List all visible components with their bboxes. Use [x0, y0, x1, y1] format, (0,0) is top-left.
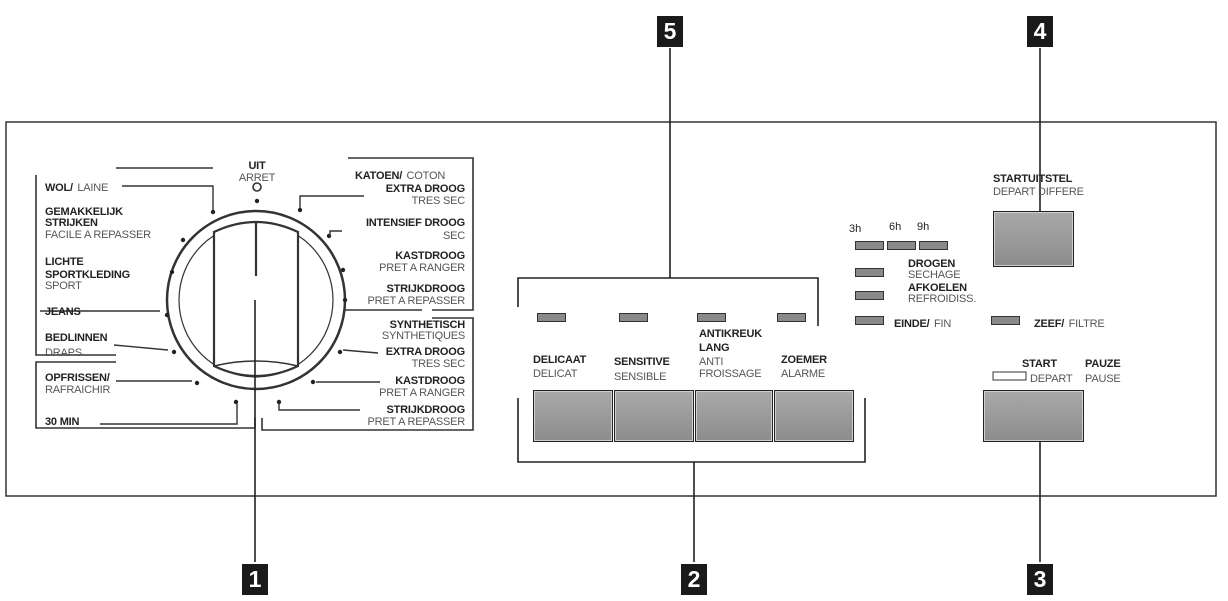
delay-6h-label: 6h — [889, 221, 902, 233]
led-alarm — [777, 313, 806, 322]
program-wool: WOL/ LAINE — [45, 182, 109, 194]
program-easy-iron-fr: FACILE A REPASSER — [45, 229, 151, 241]
filter-label: ZEEF/ FILTRE — [1034, 318, 1105, 330]
callout-5: 5 — [657, 16, 683, 47]
delay-start-button[interactable] — [993, 211, 1074, 267]
anticrease-label-fr-line2: FROISSAGE — [699, 368, 762, 380]
program-jeans: JEANS — [45, 306, 81, 318]
anticrease-label: ANTIKREUK — [699, 328, 762, 340]
delay-9h-label: 9h — [917, 221, 930, 233]
led-delay-6h — [887, 241, 916, 250]
dial-leader-lines — [40, 185, 380, 425]
synthetic-iron-dry: STRIJKDROOG — [386, 404, 466, 416]
delay-start-label-fr: DEPART DIFFERE — [993, 186, 1084, 198]
sensitive-button[interactable] — [614, 390, 694, 442]
synthetic-extra-dry-fr: TRES SEC — [411, 358, 466, 370]
alarm-label: ZOEMER — [781, 354, 827, 366]
start-label-fr: DEPART — [1030, 373, 1073, 385]
program-easy-iron: GEMAKKELIJK — [45, 206, 123, 218]
delicate-button[interactable] — [533, 390, 613, 442]
alarm-button[interactable] — [774, 390, 854, 442]
callout-3: 3 — [1027, 564, 1053, 595]
dial-off-label-fr: ARRET — [238, 172, 276, 184]
led-drying — [855, 268, 884, 277]
program-easy-iron-line2: STRIJKEN — [45, 217, 98, 229]
led-delay-3h — [855, 241, 884, 250]
callout-2: 2 — [681, 564, 707, 595]
program-30min: 30 MIN — [45, 416, 80, 428]
cotton-iron-dry-fr: PRET A REPASSER — [367, 295, 466, 307]
status-cooling-fr: REFROIDISS. — [908, 293, 977, 305]
cotton-intensive-dry: INTENSIEF DROOG — [365, 217, 465, 229]
synthetic-iron-dry-fr: PRET A REPASSER — [367, 416, 466, 428]
status-drying: DROGEN — [908, 258, 956, 270]
program-cotton: KATOEN/ COTON — [355, 170, 446, 182]
start-label: START — [1022, 358, 1057, 370]
program-sport-line2: SPORTKLEDING — [45, 269, 130, 281]
program-sport: LICHTE — [45, 256, 84, 268]
callout-1: 1 — [242, 564, 268, 595]
led-anticrease — [697, 313, 726, 322]
anticrease-label-line2: LANG — [699, 342, 730, 354]
delicate-label-fr: DELICAT — [533, 368, 578, 380]
synthetic-cupboard-dry-fr: PRET A RANGER — [379, 387, 465, 399]
start-pause-button[interactable] — [983, 390, 1084, 442]
led-cooling — [855, 291, 884, 300]
synthetic-cupboard-dry: KASTDROOG — [395, 375, 465, 387]
dial-off-label: UIT — [248, 160, 266, 172]
program-bedlinen: BEDLINNEN — [45, 332, 108, 344]
led-sensitive — [619, 313, 648, 322]
cotton-intensive-dry-fr: SEC — [442, 230, 465, 242]
sensitive-label: SENSITIVE — [614, 356, 670, 368]
program-synthetic-fr: SYNTHETIQUES — [381, 330, 465, 342]
synthetic-extra-dry: EXTRA DROOG — [385, 346, 465, 358]
status-drying-fr: SECHAGE — [908, 269, 961, 281]
delicate-label: DELICAAT — [533, 354, 587, 366]
delay-3h-label: 3h — [849, 223, 862, 235]
dial-position-dots — [164, 198, 348, 405]
led-end — [855, 316, 884, 325]
cotton-iron-dry: STRIJKDROOG — [386, 283, 466, 295]
cotton-cupboard-dry-fr: PRET A RANGER — [379, 262, 465, 274]
led-delicate — [537, 313, 566, 322]
program-synthetic: SYNTHETISCH — [389, 319, 466, 331]
delay-start-label: STARTUITSTEL — [993, 173, 1073, 185]
status-end: EINDE/ FIN — [894, 318, 952, 330]
callout-4: 4 — [1027, 16, 1053, 47]
program-sport-fr: SPORT — [45, 280, 82, 292]
program-dial[interactable] — [165, 182, 347, 391]
panel-frame — [5, 121, 1217, 497]
program-bedlinen-fr: DRAPS — [45, 347, 82, 359]
off-indicator-icon — [252, 182, 262, 192]
pause-label: PAUZE — [1085, 358, 1121, 370]
anticrease-button[interactable] — [695, 390, 773, 442]
cotton-extra-dry: EXTRA DROOG — [385, 183, 465, 195]
program-refresh-fr: RAFRAICHIR — [45, 384, 111, 396]
sensitive-label-fr: SENSIBLE — [614, 371, 667, 383]
led-delay-9h — [919, 241, 948, 250]
status-cooling: AFKOELEN — [908, 282, 967, 294]
program-refresh: OPFRISSEN/ — [45, 372, 110, 384]
cotton-cupboard-dry: KASTDROOG — [395, 250, 465, 262]
start-indicator-window — [992, 371, 1027, 381]
led-filter — [991, 316, 1020, 325]
pause-label-fr: PAUSE — [1085, 373, 1121, 385]
anticrease-label-fr: ANTI — [699, 356, 724, 368]
alarm-label-fr: ALARME — [781, 368, 826, 380]
cotton-extra-dry-fr: TRES SEC — [411, 195, 466, 207]
